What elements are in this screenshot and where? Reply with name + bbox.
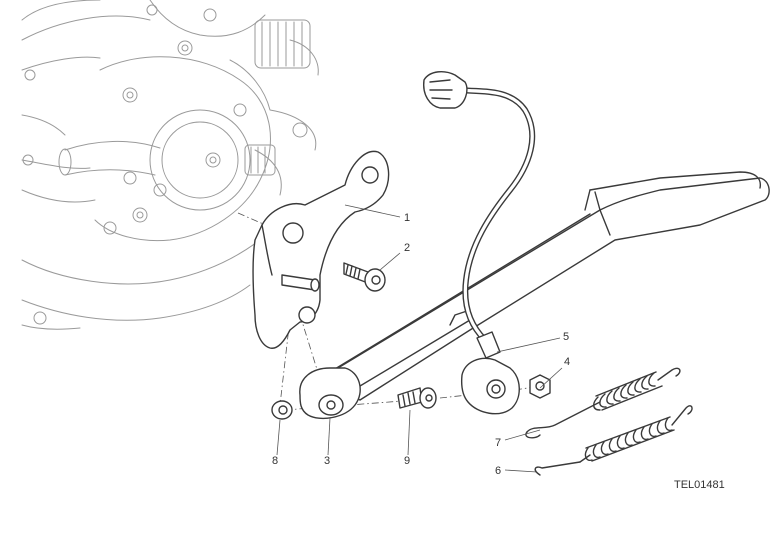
spring-long xyxy=(534,405,693,476)
spring-short xyxy=(525,367,681,439)
side-stand-arm xyxy=(299,171,770,420)
sensor-part xyxy=(423,71,536,415)
callout-3: 3 xyxy=(324,455,331,467)
callout-1: 1 xyxy=(404,212,411,224)
pivot-bolt xyxy=(397,387,437,409)
callout-2: 2 xyxy=(404,242,411,254)
callout-4: 4 xyxy=(564,356,571,368)
drawing-code: TEL01481 xyxy=(674,479,725,491)
engine-casing xyxy=(21,0,319,330)
washer-part xyxy=(271,400,293,420)
bracket-part xyxy=(252,150,390,349)
callout-5: 5 xyxy=(563,331,570,343)
dowel-pin xyxy=(281,274,320,292)
nut-part xyxy=(529,374,551,399)
bolt-part xyxy=(343,262,386,292)
callout-7: 7 xyxy=(495,437,502,449)
callout-8: 8 xyxy=(272,455,279,467)
callout-6: 6 xyxy=(495,465,502,477)
leader-lines xyxy=(276,204,563,473)
callout-9: 9 xyxy=(404,455,411,467)
